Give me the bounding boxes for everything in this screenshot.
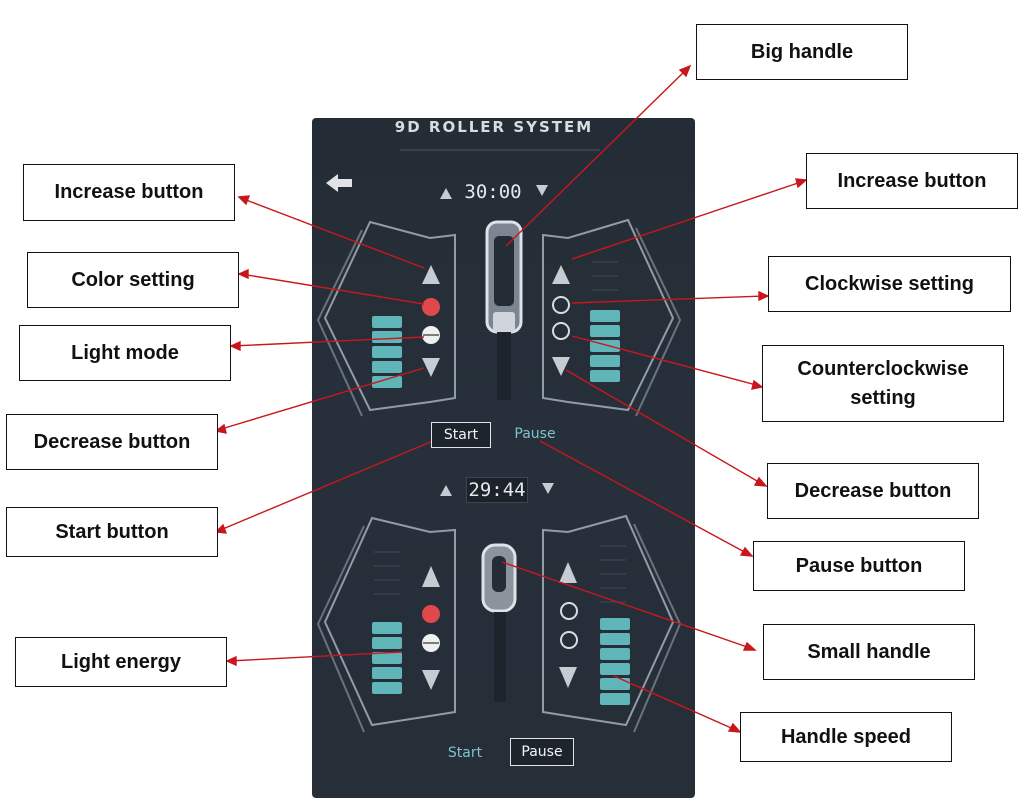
increase-left-icon-bottom[interactable] [422, 566, 440, 587]
callout-small-handle: Small handle [763, 624, 975, 680]
handle-speed-bars-top[interactable] [590, 261, 620, 382]
timer-down-icon-bottom[interactable] [542, 483, 554, 494]
timer-down-icon[interactable] [536, 185, 548, 196]
callout-increase-right: Increase button [806, 153, 1018, 209]
light-energy-bars-top[interactable] [372, 316, 402, 388]
bottom-timer: 29:44 [466, 477, 528, 503]
counterclockwise-icon[interactable] [552, 322, 570, 340]
clockwise-icon-bottom[interactable] [560, 602, 578, 620]
decrease-left-icon[interactable] [422, 358, 440, 377]
callout-pause-button: Pause button [753, 541, 965, 591]
back-arrow-icon[interactable] [326, 174, 352, 192]
increase-right-icon-bottom[interactable] [559, 562, 577, 583]
color-setting-icon-bottom[interactable] [422, 605, 440, 623]
top-left-frame [316, 220, 456, 417]
callout-decrease-right: Decrease button [767, 463, 979, 519]
callout-light-energy: Light energy [15, 637, 227, 687]
top-start-button[interactable]: Start [431, 422, 491, 448]
callout-increase-left: Increase button [23, 164, 235, 221]
callout-big-handle: Big handle [696, 24, 908, 80]
callout-start-button: Start button [6, 507, 218, 557]
color-setting-icon[interactable] [422, 298, 440, 316]
bottom-start-button[interactable]: Start [447, 745, 483, 761]
callout-color-setting: Color setting [27, 252, 239, 308]
screen-title: 9D ROLLER SYSTEM [394, 118, 594, 136]
decrease-left-icon-bottom[interactable] [422, 670, 440, 690]
callout-light-mode: Light mode [19, 325, 231, 381]
small-handle-graphic [481, 543, 517, 702]
clockwise-icon[interactable] [552, 296, 570, 314]
timer-up-icon[interactable] [440, 188, 452, 199]
top-timer: 30:00 [464, 181, 522, 203]
bottom-pause-button[interactable]: Pause [510, 738, 574, 766]
annotation-arrows [214, 64, 808, 733]
counterclockwise-icon-bottom[interactable] [560, 631, 578, 649]
top-pause-button[interactable]: Pause [514, 426, 556, 442]
callout-handle-speed: Handle speed [740, 712, 952, 762]
increase-right-icon[interactable] [552, 265, 570, 284]
callout-counterclockwise-setting: Counterclockwise setting [762, 345, 1004, 422]
light-energy-bars-bottom[interactable] [372, 551, 402, 694]
big-handle-graphic [485, 220, 523, 400]
decrease-right-icon[interactable] [552, 357, 570, 376]
decrease-right-icon-bottom[interactable] [559, 667, 577, 688]
increase-left-icon[interactable] [422, 265, 440, 284]
bottom-left-frame [316, 516, 456, 733]
handle-speed-bars-bottom[interactable] [600, 545, 630, 705]
timer-up-icon-bottom[interactable] [440, 485, 452, 496]
top-right-frame [542, 218, 682, 417]
callout-clockwise-setting: Clockwise setting [768, 256, 1011, 312]
callout-decrease-left: Decrease button [6, 414, 218, 470]
